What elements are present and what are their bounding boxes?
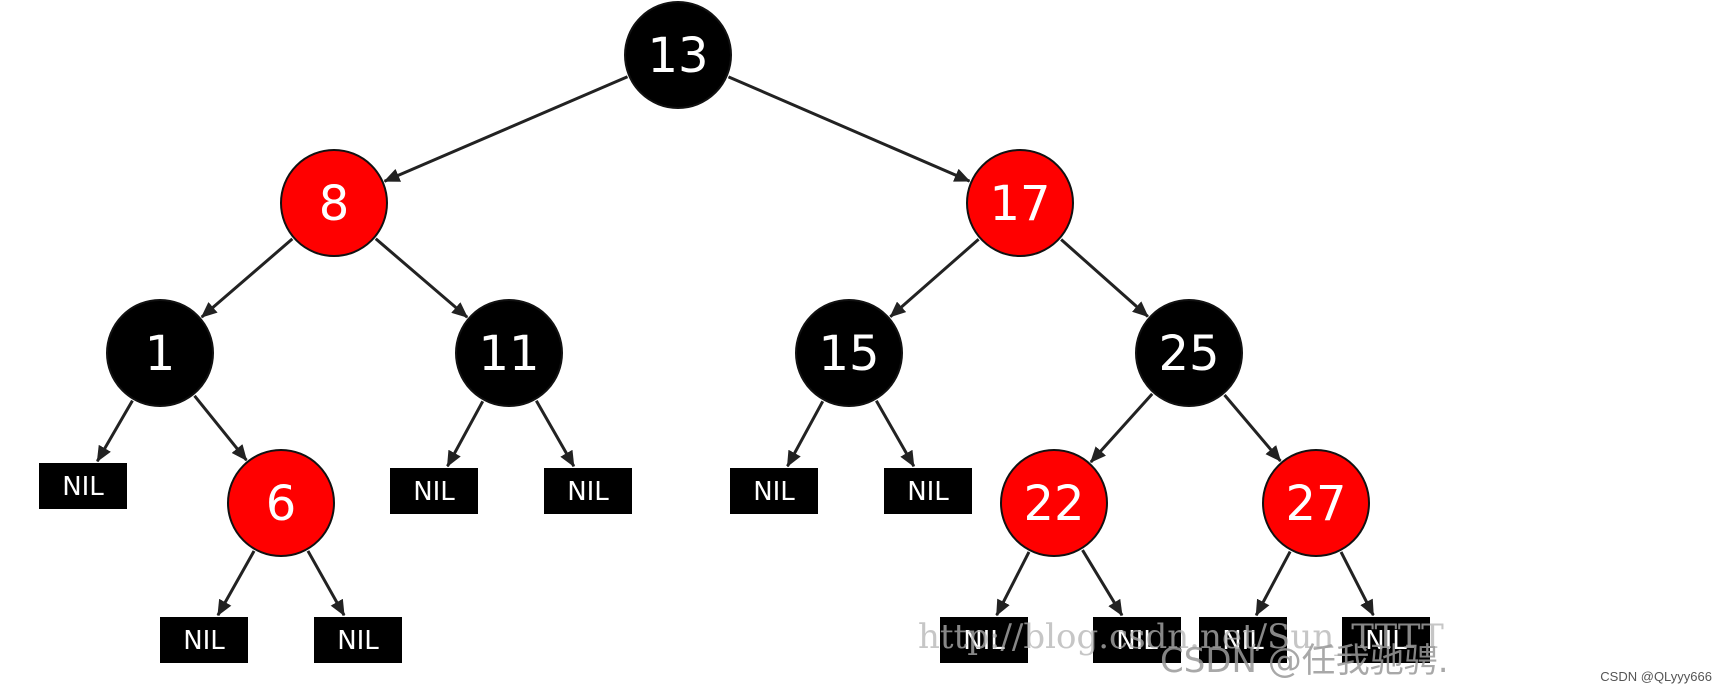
nil-leaf: NIL bbox=[1342, 617, 1430, 663]
node-circle bbox=[795, 299, 903, 407]
nil-box bbox=[39, 463, 127, 509]
node-label: 8 bbox=[319, 176, 350, 232]
nil-label: NIL bbox=[183, 626, 225, 656]
nil-box bbox=[160, 617, 248, 663]
edge-n1-n6 bbox=[193, 394, 248, 462]
node-circle bbox=[1000, 449, 1108, 557]
nil-label: NIL bbox=[337, 626, 379, 656]
edge-n27-nil27R bbox=[1339, 551, 1375, 617]
nil-box bbox=[544, 468, 632, 514]
node-label: 11 bbox=[478, 326, 539, 382]
node-label: 15 bbox=[818, 326, 879, 382]
nil-label: NIL bbox=[1222, 626, 1264, 656]
nil-label: NIL bbox=[62, 472, 104, 502]
nil-box bbox=[940, 617, 1028, 663]
nil-label: NIL bbox=[1365, 626, 1407, 656]
edge-n15-nil15R bbox=[875, 399, 916, 468]
nil-leaf: NIL bbox=[730, 468, 818, 514]
nil-leaf: NIL bbox=[314, 617, 402, 663]
tree-node-22: 22 bbox=[1000, 449, 1108, 557]
edge-n11-nil11L bbox=[446, 400, 485, 468]
edges-layer bbox=[96, 75, 1375, 617]
node-circle bbox=[1262, 449, 1370, 557]
tree-node-11: 11 bbox=[455, 299, 563, 407]
node-circle bbox=[227, 449, 335, 557]
tree-node-8: 8 bbox=[280, 149, 388, 257]
nil-box bbox=[1199, 617, 1287, 663]
node-circle bbox=[966, 149, 1074, 257]
nil-label: NIL bbox=[567, 477, 609, 507]
nil-leaf: NIL bbox=[544, 468, 632, 514]
nil-leaf: NIL bbox=[940, 617, 1028, 663]
nil-leaf: NIL bbox=[1199, 617, 1287, 663]
nil-box bbox=[1093, 617, 1181, 663]
edge-n1-nil1L bbox=[96, 399, 134, 463]
nil-leaf: NIL bbox=[160, 617, 248, 663]
edge-n11-nil11R bbox=[535, 399, 576, 468]
tree-node-27: 27 bbox=[1262, 449, 1370, 557]
edge-n15-nil15L bbox=[786, 400, 825, 468]
node-label: 27 bbox=[1285, 476, 1346, 532]
edge-n13-n17 bbox=[727, 75, 971, 183]
node-circle bbox=[455, 299, 563, 407]
tree-node-6: 6 bbox=[227, 449, 335, 557]
edge-n8-n11 bbox=[374, 237, 469, 319]
edge-n6-nil6L bbox=[216, 550, 256, 617]
edge-n25-n22 bbox=[1089, 392, 1154, 464]
nil-box bbox=[730, 468, 818, 514]
node-label: 22 bbox=[1023, 476, 1084, 532]
edge-n22-nil22R bbox=[1081, 549, 1124, 617]
node-circle bbox=[1135, 299, 1243, 407]
nil-leaf: NIL bbox=[39, 463, 127, 509]
tree-node-15: 15 bbox=[795, 299, 903, 407]
nil-label: NIL bbox=[753, 477, 795, 507]
nil-leaf: NIL bbox=[1093, 617, 1181, 663]
tree-node-1: 1 bbox=[106, 299, 214, 407]
edge-n22-nil22L bbox=[995, 551, 1031, 617]
watermark-csdn-author: CSDN @任我驰骋. bbox=[1160, 641, 1449, 681]
node-label: 25 bbox=[1158, 326, 1219, 382]
node-label: 1 bbox=[145, 326, 176, 382]
watermark-layer: http://blog.csdn.net/Sun_TTTT CSDN @任我驰骋… bbox=[918, 617, 1712, 684]
edge-n27-nil27L bbox=[1254, 550, 1292, 617]
node-circle bbox=[280, 149, 388, 257]
node-label: 13 bbox=[647, 28, 708, 84]
nil-label: NIL bbox=[1116, 626, 1158, 656]
edge-n25-n27 bbox=[1223, 394, 1282, 462]
nil-box bbox=[1342, 617, 1430, 663]
nil-label: NIL bbox=[413, 477, 455, 507]
nil-label: NIL bbox=[963, 626, 1005, 656]
node-label: 6 bbox=[266, 476, 297, 532]
nil-leaf: NIL bbox=[390, 468, 478, 514]
edge-n8-n1 bbox=[200, 237, 294, 319]
watermark-url: http://blog.csdn.net/Sun_TTTT bbox=[918, 617, 1444, 657]
node-circle bbox=[106, 299, 214, 407]
nil-label: NIL bbox=[907, 477, 949, 507]
node-label: 17 bbox=[989, 176, 1050, 232]
nil-box bbox=[390, 468, 478, 514]
nil-box bbox=[314, 617, 402, 663]
nil-leaf: NIL bbox=[884, 468, 972, 514]
edge-n6-nil6R bbox=[306, 550, 346, 617]
edge-n13-n8 bbox=[383, 75, 629, 183]
tree-node-13: 13 bbox=[624, 1, 732, 109]
edge-n17-n15 bbox=[889, 238, 980, 318]
edge-n17-n25 bbox=[1060, 238, 1149, 318]
tree-node-17: 17 bbox=[966, 149, 1074, 257]
watermark-corner: CSDN @QLyyy666 bbox=[1600, 669, 1712, 684]
nil-leaves-layer: NIL NIL NIL NIL NIL NIL NIL NIL NIL NIL NIL bbox=[39, 463, 1430, 663]
nil-box bbox=[884, 468, 972, 514]
tree-node-25: 25 bbox=[1135, 299, 1243, 407]
node-circle bbox=[624, 1, 732, 109]
